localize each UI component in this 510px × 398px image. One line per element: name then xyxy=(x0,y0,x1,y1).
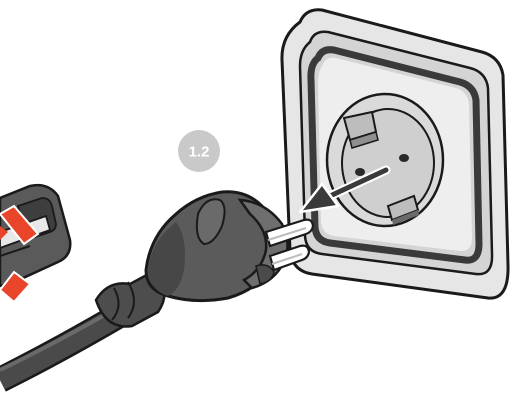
wall-socket-icon xyxy=(282,10,508,298)
step-badge-label: 1.2 xyxy=(189,144,210,161)
socket-pin-hole-right xyxy=(399,154,409,162)
socket-pin-hole-left xyxy=(355,168,365,176)
unplugged-device-icon xyxy=(0,185,70,302)
power-plug-icon xyxy=(96,192,313,327)
step-badge: 1.2 xyxy=(178,130,220,172)
